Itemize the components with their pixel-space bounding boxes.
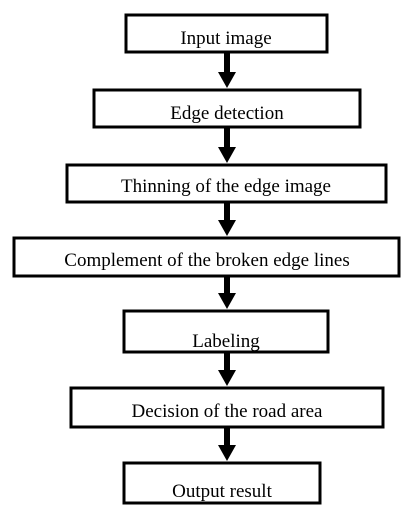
- flow-arrow-3: [218, 202, 236, 236]
- step-thinning: Thinning of the edge image: [65, 163, 388, 204]
- step-label: Thinning of the edge image: [121, 176, 331, 197]
- step-output-result: Output result: [122, 461, 322, 505]
- step-label: Decision of the road area: [132, 401, 324, 422]
- flow-arrow-1: [218, 52, 236, 88]
- step-labeling: Labeling: [122, 309, 330, 354]
- step-label: Complement of the broken edge lines: [64, 250, 349, 271]
- step-label: Edge detection: [170, 103, 284, 124]
- step-label: Labeling: [192, 331, 260, 352]
- flow-arrow-6: [218, 427, 236, 461]
- step-input-image: Input image: [124, 13, 329, 54]
- flow-arrow-4: [218, 276, 236, 309]
- step-label: Input image: [180, 28, 271, 49]
- step-decision-road-area: Decision of the road area: [69, 386, 385, 429]
- step-label: Output result: [172, 481, 272, 502]
- step-edge-detection: Edge detection: [92, 88, 362, 129]
- step-complement-broken-lines: Complement of the broken edge lines: [12, 236, 401, 278]
- flow-arrow-5: [218, 352, 236, 386]
- flow-arrow-2: [218, 127, 236, 163]
